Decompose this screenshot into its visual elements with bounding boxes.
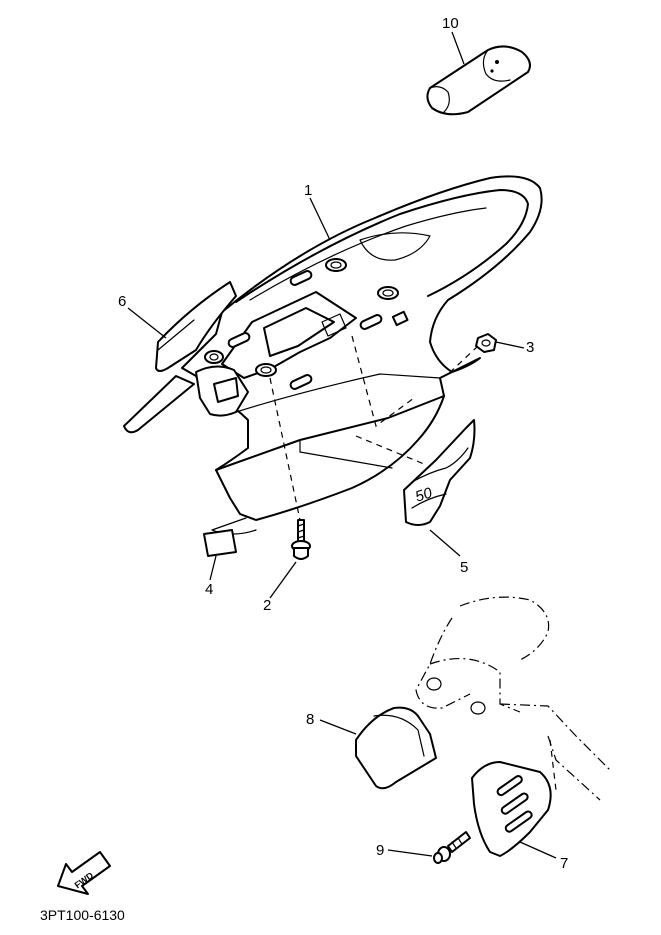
leader-8 xyxy=(319,719,357,735)
leader-4 xyxy=(209,555,217,581)
leader-5 xyxy=(429,529,461,557)
part-9-screw xyxy=(433,831,471,864)
callout-2: 2 xyxy=(263,597,271,614)
callout-3: 3 xyxy=(526,339,534,356)
fender-mount-bracket xyxy=(123,258,409,434)
leader-7 xyxy=(519,841,557,859)
alignment-line-fender xyxy=(351,335,415,428)
part-5-decal: 50 xyxy=(403,419,476,526)
part-6-side-flap xyxy=(155,281,237,372)
callout-9: 9 xyxy=(376,842,384,859)
alignment-line-nut xyxy=(445,345,479,377)
leader-2 xyxy=(269,561,297,599)
leader-1 xyxy=(309,197,331,241)
callout-7: 7 xyxy=(560,855,568,872)
part-code: 3PT100-6130 xyxy=(40,907,125,923)
alignment-line-decal xyxy=(355,435,425,465)
decal-50-text: 50 xyxy=(413,484,435,506)
callout-6: 6 xyxy=(118,293,126,310)
part-4-reflector xyxy=(203,529,237,557)
part-1-rear-fender xyxy=(181,175,543,535)
callout-8: 8 xyxy=(306,711,314,728)
part-3-nut xyxy=(475,333,497,353)
callout-4: 4 xyxy=(205,581,213,598)
callout-1: 1 xyxy=(304,182,312,199)
part-7-heel-guard xyxy=(471,761,552,857)
frame-outline xyxy=(415,596,611,801)
part-2-bolt xyxy=(291,519,311,560)
leader-3 xyxy=(495,341,525,349)
part-10-pad xyxy=(426,45,531,116)
alignment-line-bolt xyxy=(269,377,301,521)
callout-10: 10 xyxy=(442,15,459,32)
leader-10 xyxy=(451,31,465,65)
part-8-side-cover xyxy=(355,706,437,790)
forward-arrow-icon: FWD xyxy=(57,851,111,895)
callout-5: 5 xyxy=(460,559,468,576)
leader-9 xyxy=(387,849,433,857)
leader-6 xyxy=(127,307,167,339)
